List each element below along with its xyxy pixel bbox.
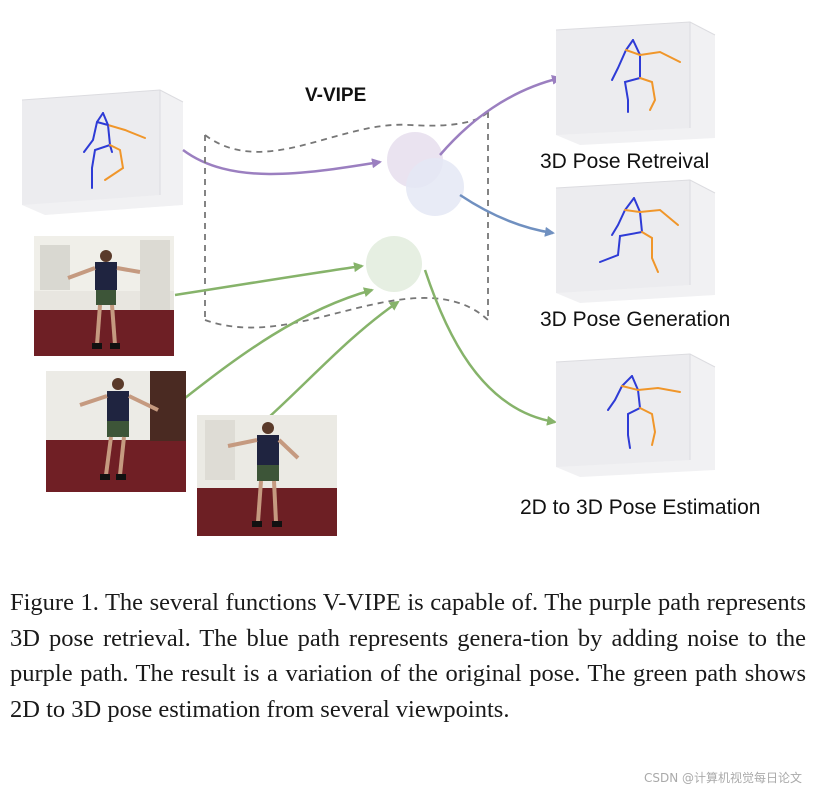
output-label-retrieval: 3D Pose Retreival <box>540 150 710 173</box>
green-embedding-circle <box>366 236 422 292</box>
retrieval-pose-box <box>555 21 716 145</box>
generation-pose-skeleton <box>599 197 679 273</box>
input-photo-2 <box>46 371 186 492</box>
blue-embedding-circle <box>406 158 464 216</box>
retrieval-pose-skeleton <box>611 39 681 113</box>
output-label-generation: 3D Pose Generation <box>540 308 731 331</box>
watermark: CSDN @计算机视觉每日论文 <box>643 771 802 785</box>
green-path-photo-3 <box>267 300 400 419</box>
vvipe-manifold <box>204 111 489 329</box>
purple-path-output <box>439 75 562 156</box>
model-title: V-VIPE <box>305 85 367 106</box>
green-path-photo-2 <box>184 287 374 399</box>
estimation-pose-skeleton <box>607 375 681 449</box>
input-3d-pose-box <box>21 89 184 215</box>
input-photo-1 <box>34 236 174 356</box>
green-path-output <box>423 269 557 426</box>
figure-diagram <box>21 21 716 536</box>
blue-path-output <box>459 193 555 237</box>
green-path-photo-1 <box>174 262 364 297</box>
purple-path-input <box>182 148 382 176</box>
generation-pose-box <box>555 179 716 303</box>
input-pose-skeleton <box>83 112 146 189</box>
estimation-pose-box <box>555 353 716 477</box>
output-label-estimation: 2D to 3D Pose Estimation <box>520 496 761 519</box>
figure-caption: Figure 1. The several functions V-VIPE i… <box>10 589 806 723</box>
input-photo-3 <box>197 415 337 536</box>
